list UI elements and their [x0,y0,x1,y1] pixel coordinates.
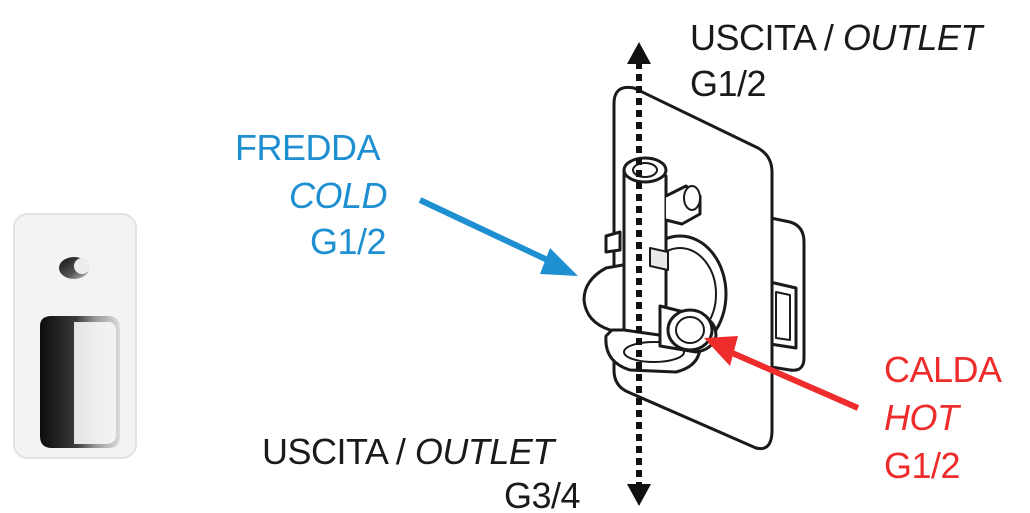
bottom-outlet-italian: USCITA [262,431,387,472]
hot-italian: CALDA [884,349,1002,390]
cold-italian: FREDDA [235,127,381,168]
bottom-outlet-size: G3/4 [504,475,581,513]
hot-size: G1/2 [884,445,961,486]
bottom-outlet-separator: / [386,431,415,472]
bottom-outlet-label: USCITA / OUTLET [262,432,554,472]
top-outlet-italian: USCITA [690,17,815,58]
top-outlet-label: USCITA / OUTLET [690,18,982,58]
arrow-down-icon [627,484,651,506]
top-outlet-separator: / [814,17,843,58]
top-outlet-size: G1/2 [690,63,767,104]
hot-english: HOT [884,397,959,438]
arrow-right-icon [418,197,578,276]
top-outlet-english: OUTLET [842,17,983,58]
cold-english: COLD [289,175,388,216]
arrow-left-icon [704,336,860,411]
diverter-valve-body [582,85,806,451]
bottom-outlet-english: OUTLET [414,431,555,472]
arrow-up-icon [627,42,651,64]
mixer-faceplate-icon [13,213,137,459]
cold-size: G1/2 [310,221,387,262]
